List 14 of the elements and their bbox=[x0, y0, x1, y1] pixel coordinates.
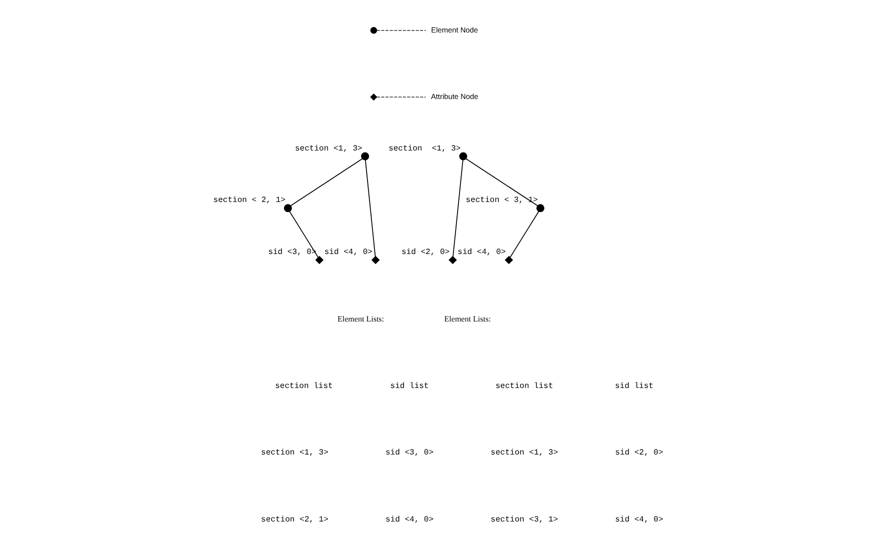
connector bbox=[510, 211, 540, 258]
node-diamond bbox=[371, 256, 380, 264]
connector bbox=[289, 211, 319, 258]
node-diamond bbox=[315, 256, 324, 264]
connector bbox=[452, 160, 464, 257]
node-circle bbox=[361, 152, 370, 160]
connector bbox=[364, 160, 376, 257]
node-circle bbox=[459, 152, 468, 160]
node-circle bbox=[536, 204, 544, 212]
node-circle bbox=[284, 204, 292, 212]
connector bbox=[290, 158, 363, 206]
node-diamond bbox=[448, 256, 457, 264]
connector bbox=[466, 158, 538, 206]
node-diamond bbox=[504, 256, 514, 264]
